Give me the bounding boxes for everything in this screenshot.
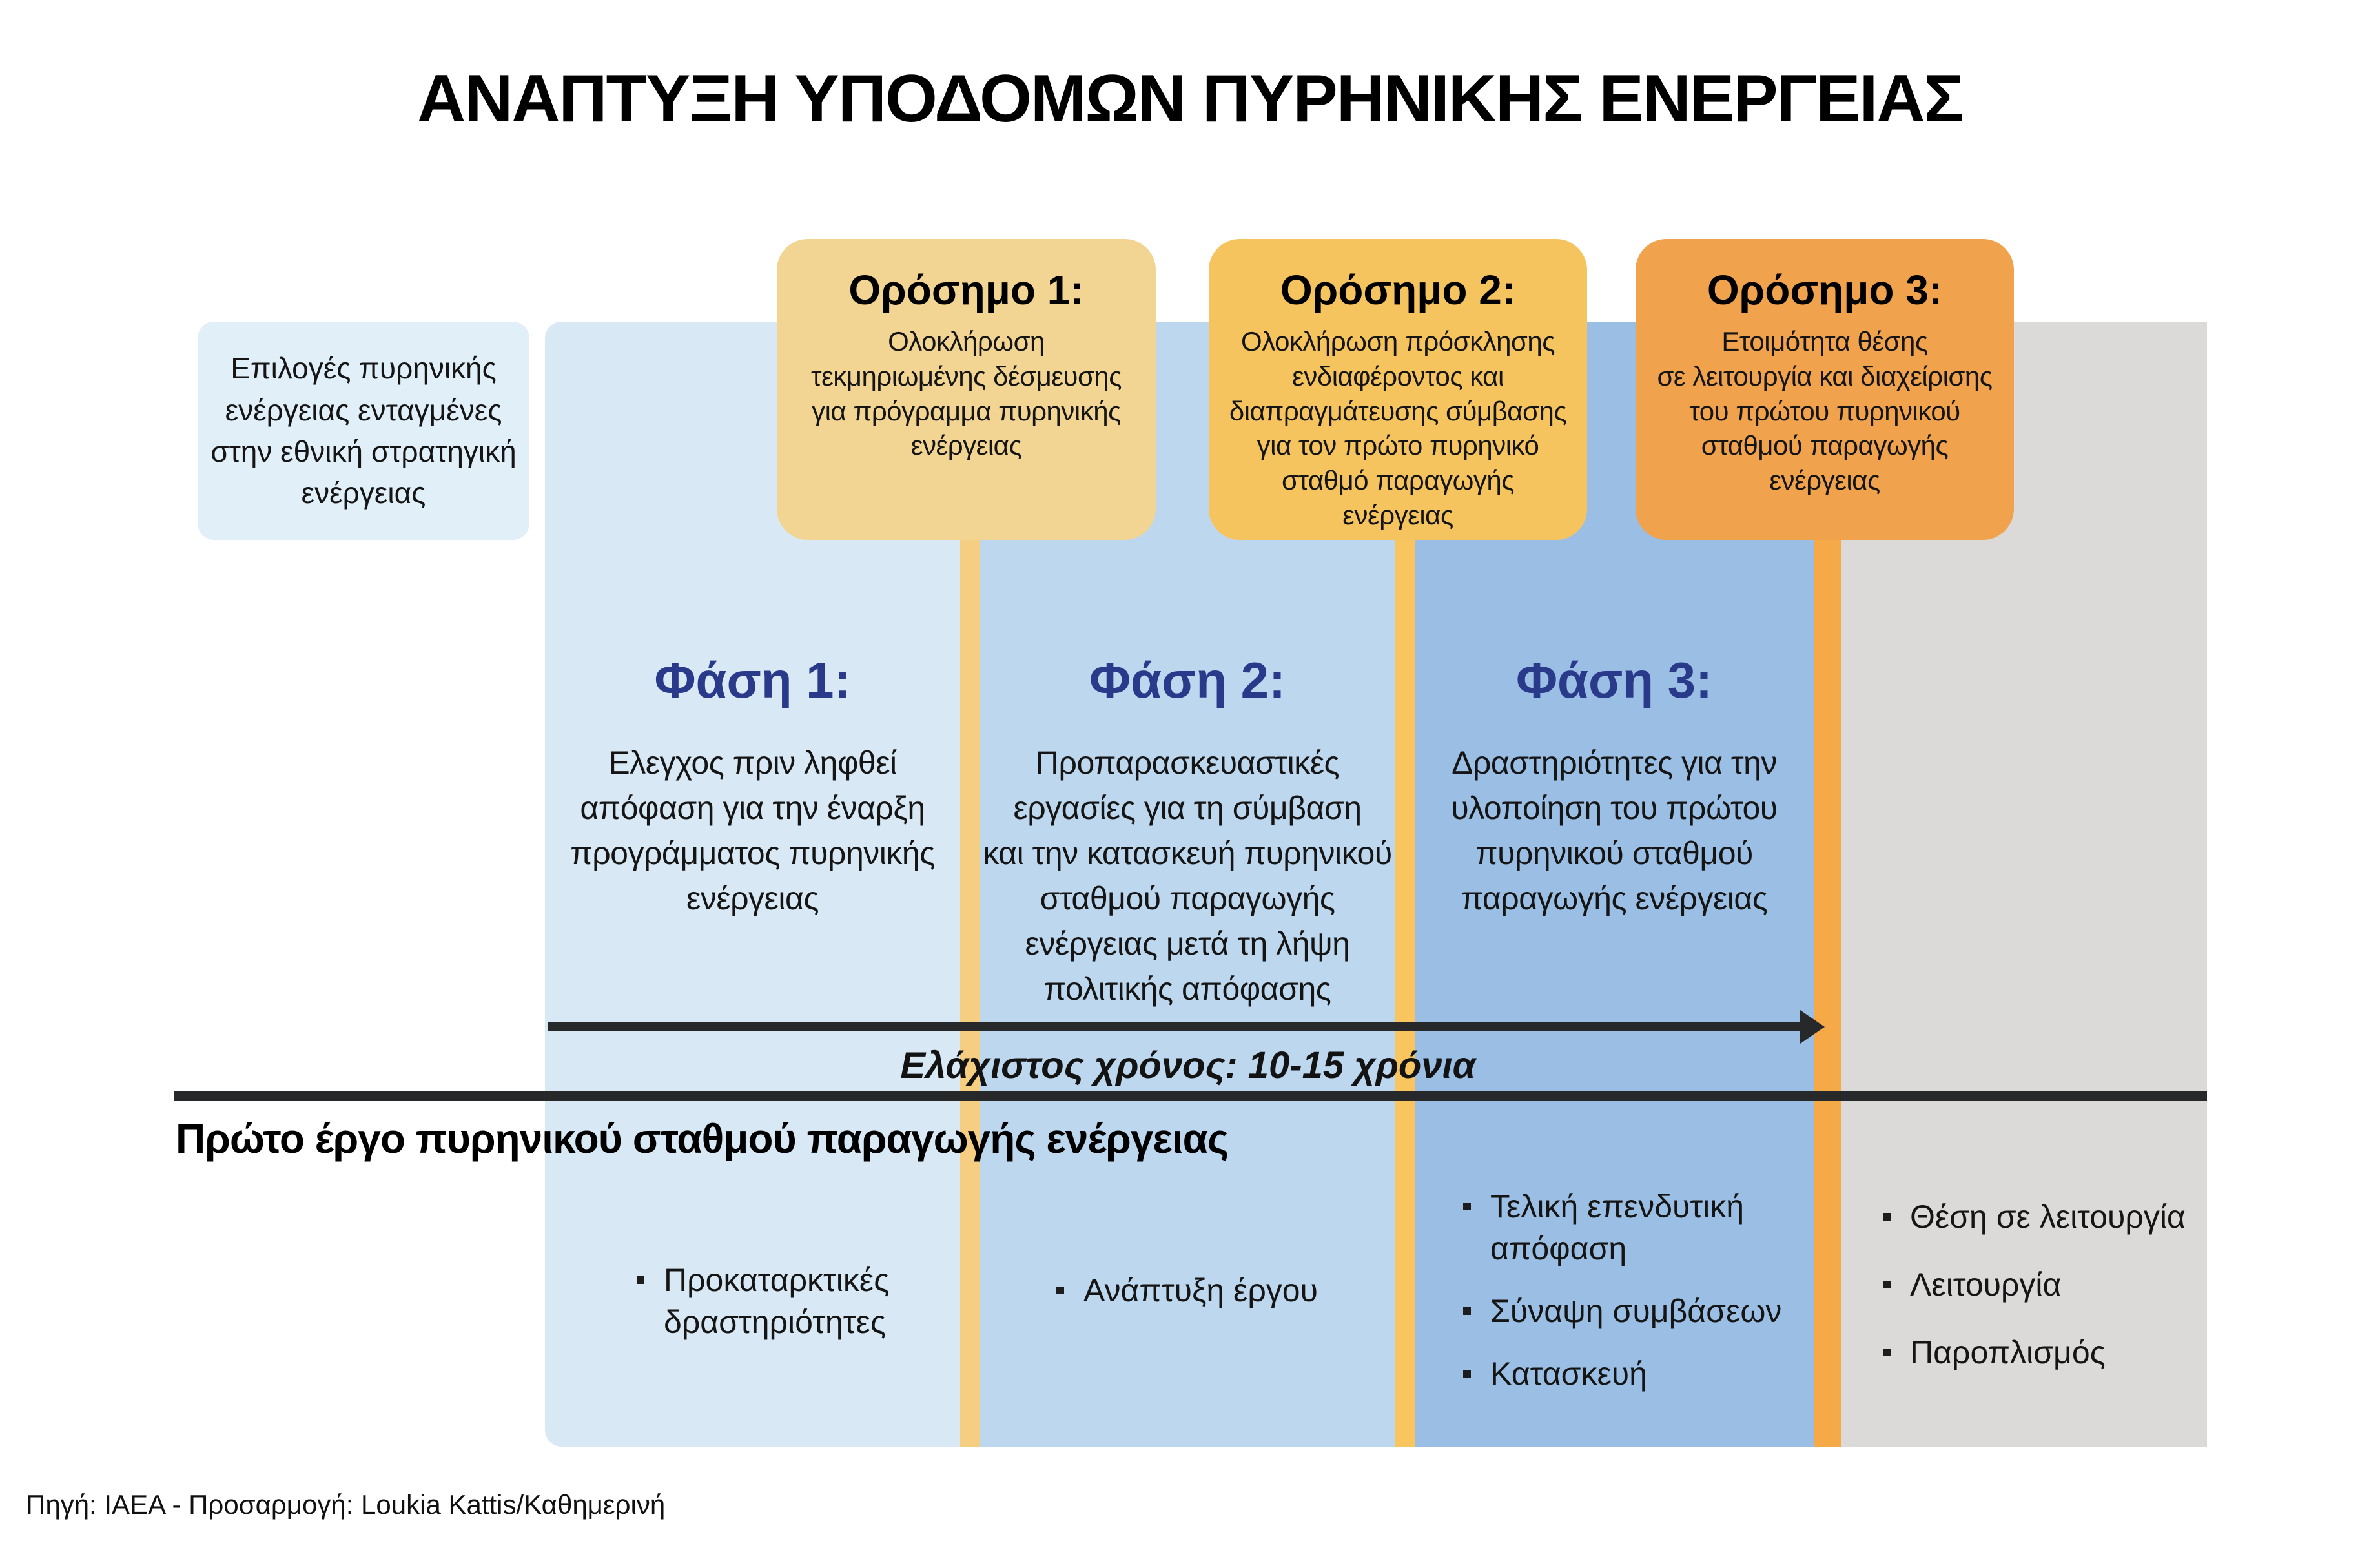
bullet-square-icon — [1883, 1281, 1891, 1288]
list-item: Προκαταρκτικές δραστηριότητες — [637, 1259, 921, 1343]
project-heading: Πρώτο έργο πυρηνικού σταθμού παραγωγής ε… — [176, 1115, 1229, 1162]
list-item: Λειτουργία — [1883, 1264, 2193, 1306]
bullet-text: Κατασκευή — [1490, 1356, 1647, 1392]
milestone-3-label: Ορόσημο 3: — [1707, 267, 1943, 313]
list-item: Παροπλισμός — [1883, 1332, 2193, 1374]
bullet-text: Σύναψη συμβάσεων — [1490, 1293, 1782, 1329]
bullet-square-icon — [1056, 1286, 1064, 1294]
source-credit: Πηγή: ΙΑΕΑ - Προσαρμογή: Loukia Kattis/Κ… — [26, 1489, 666, 1520]
bullet-square-icon — [1463, 1307, 1471, 1315]
phase-2-bullet-list: Ανάπτυξη έργου — [1056, 1270, 1392, 1332]
list-item: Ανάπτυξη έργου — [1056, 1270, 1392, 1312]
phase-1-label: Φάση 1: — [654, 652, 851, 708]
bullet-text: Τελική επενδυτική απόφαση — [1490, 1188, 1745, 1266]
section-divider — [174, 1091, 2207, 1100]
timeline-arrow-line — [548, 1022, 1803, 1031]
bullet-square-icon — [637, 1276, 644, 1284]
milestone-1-box: Ορόσημο 1: Ολοκλήρωση τεκμηριωμένης δέσμ… — [777, 239, 1156, 540]
intro-text: Επιλογές πυρηνικής ενέργειας ενταγμένες … — [210, 351, 517, 510]
intro-box: Επιλογές πυρηνικής ενέργειας ενταγμένες … — [198, 322, 529, 540]
bullet-square-icon — [1463, 1203, 1471, 1210]
phase-2-label: Φάση 2: — [1089, 652, 1286, 708]
bullet-text: Ανάπτυξη έργου — [1083, 1272, 1318, 1308]
milestone-2-label: Ορόσημο 2: — [1280, 267, 1516, 313]
phase-3-text: Δραστηριότητες για την υλοποίηση του πρώ… — [1451, 745, 1778, 916]
timeline-arrow-head-icon — [1800, 1010, 1825, 1044]
timeline-label: Ελάχιστος χρόνος: 10-15 χρόνια — [900, 1044, 1476, 1086]
phase-1-bullet-list: Προκαταρκτικές δραστηριότητες — [637, 1259, 921, 1364]
list-item: Θέση σε λειτουργία — [1883, 1196, 2193, 1238]
phase-3-bullet-list: Τελική επενδυτική απόφαση Σύναψη συμβάσε… — [1463, 1186, 1786, 1416]
bullet-text: Παροπλισμός — [1910, 1334, 2106, 1370]
milestone-2-text: Ολοκλήρωση πρόσκλησης ενδιαφέροντος και … — [1229, 326, 1567, 530]
milestone-3-box: Ορόσημο 3: Ετοιμότητα θέσης σε λειτουργί… — [1636, 239, 2014, 540]
phase-2-text: Προπαρασκευαστικές εργασίες για τη σύμβα… — [983, 745, 1392, 1007]
list-item: Σύναψη συμβάσεων — [1463, 1290, 1786, 1332]
bullet-square-icon — [1883, 1348, 1891, 1356]
bullet-square-icon — [1883, 1213, 1891, 1221]
page-title: ΑΝΑΠΤΥΞΗ ΥΠΟΔΟΜΩΝ ΠΥΡΗΝΙΚΗΣ ΕΝΕΡΓΕΙΑΣ — [417, 61, 1964, 136]
milestone-3-text: Ετοιμότητα θέσης σε λειτουργία και διαχε… — [1657, 326, 1993, 495]
bullet-text: Λειτουργία — [1910, 1266, 2062, 1303]
bullet-square-icon — [1463, 1370, 1471, 1378]
phase-3-label: Φάση 3: — [1515, 652, 1712, 708]
bullet-text: Θέση σε λειτουργία — [1910, 1199, 2186, 1235]
final-column-bullet-list: Θέση σε λειτουργία Λειτουργία Παροπλισμό… — [1883, 1196, 2193, 1400]
milestone-1-text: Ολοκλήρωση τεκμηριωμένης δέσμευσης για π… — [810, 326, 1122, 461]
list-item: Κατασκευή — [1463, 1353, 1786, 1395]
bullet-text: Προκαταρκτικές δραστηριότητες — [664, 1262, 890, 1340]
list-item: Τελική επενδυτική απόφαση — [1463, 1186, 1786, 1270]
milestone-1-label: Ορόσημο 1: — [848, 267, 1084, 313]
phase-1-text: Ελεγχος πριν ληφθεί απόφαση για την έναρ… — [570, 745, 935, 916]
milestone-2-box: Ορόσημο 2: Ολοκλήρωση πρόσκλησης ενδιαφέ… — [1209, 239, 1587, 540]
